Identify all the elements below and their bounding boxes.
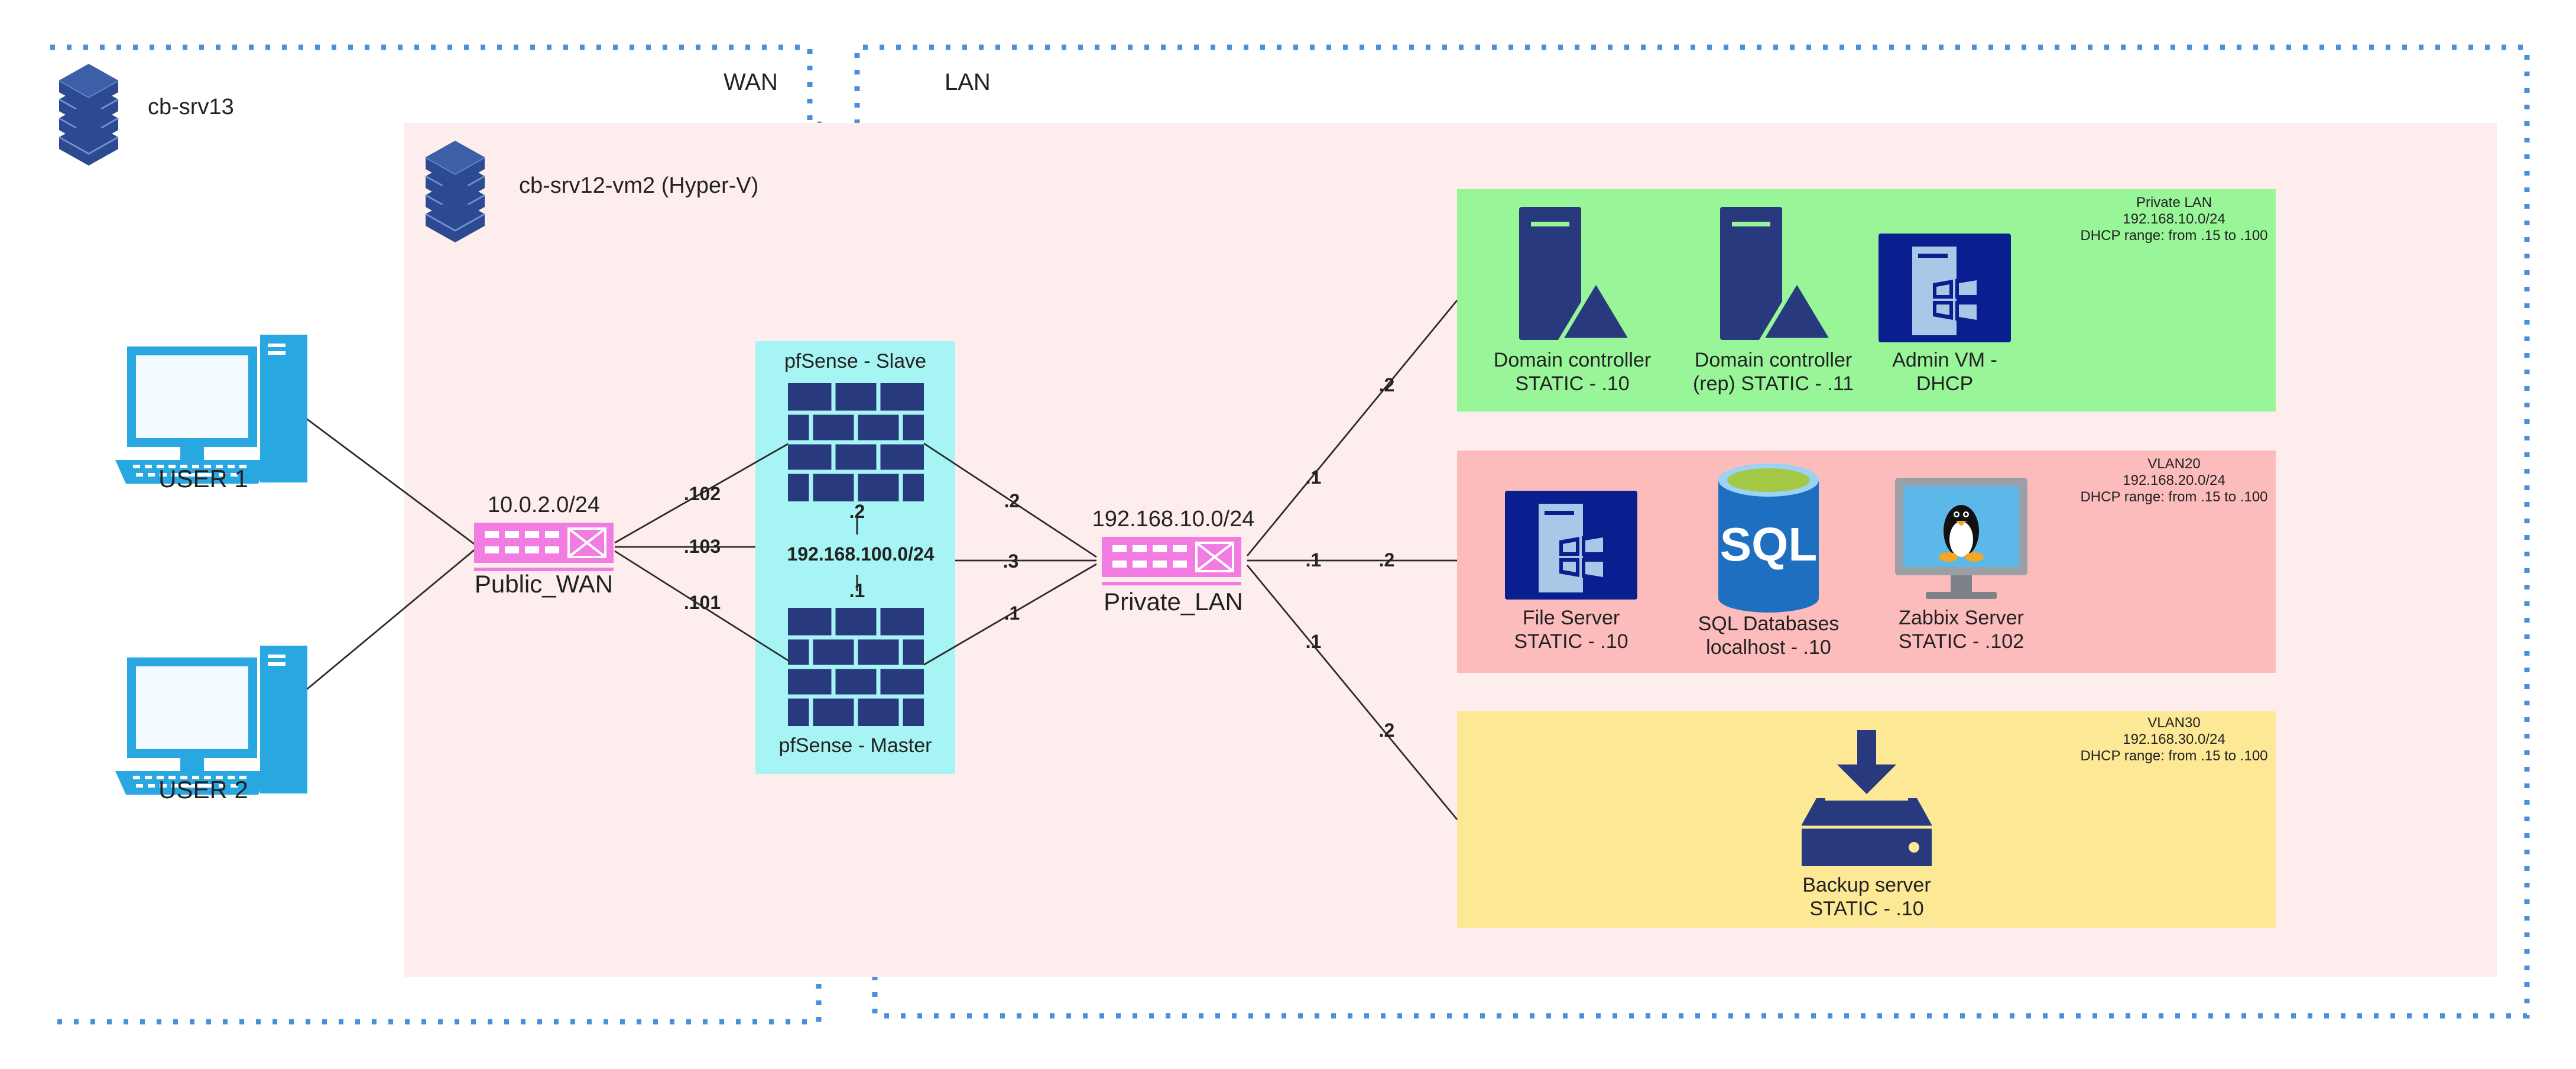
edge-label-wan-slave: .102 — [684, 483, 721, 504]
virtual-host-label: cb-srv12-vm2 (Hyper-V) — [519, 173, 758, 198]
device-label-line2: STATIC - .102 — [1899, 630, 2024, 653]
edge-label-private-out: .1 — [1306, 467, 1322, 488]
edge-label-slave-lan: .2 — [1004, 490, 1020, 511]
physical-host-label: cb-srv13 — [148, 95, 234, 119]
pfsense-slave-label: pfSense - Slave — [784, 350, 926, 372]
device-label-line1: Zabbix Server — [1899, 607, 2024, 629]
device-label-line1: File Server — [1523, 607, 1620, 629]
desktop-computer-icon — [115, 646, 307, 795]
pfsense-cluster: pfSense - Slave .2 192.168.100.0/24 .1 p… — [779, 350, 935, 757]
device-domain-controller[interactable]: Domain controller STATIC - .10 — [1494, 207, 1651, 395]
device-label-line2: STATIC - .10 — [1515, 372, 1629, 395]
edge-label-vlan20-out: .1 — [1306, 549, 1322, 571]
device-backup-server[interactable]: Backup server STATIC - .10 — [1802, 730, 1932, 920]
sync-slave-ip: .2 — [849, 501, 865, 522]
windows-server-icon — [1879, 234, 2011, 342]
vlan20-info: VLAN20 192.168.20.0/24 DHCP range: from … — [2080, 456, 2267, 505]
device-domain-controller-rep[interactable]: Domain controller (rep) STATIC - .11 — [1693, 207, 1854, 395]
device-label-line2: DHCP — [1916, 372, 1973, 395]
segment-dhcp: DHCP range: from .15 to .100 — [2080, 228, 2267, 244]
firewall-slave-icon[interactable] — [788, 383, 924, 501]
device-label-line2: STATIC - .10 — [1809, 898, 1923, 920]
desktop-computer-icon — [115, 335, 307, 484]
device-label-line1: SQL Databases — [1698, 613, 1839, 635]
user-1[interactable]: USER 1 — [115, 335, 307, 493]
lan-switch[interactable]: 192.168.10.0/24 Private_LAN — [1092, 507, 1255, 616]
edge-label-wan-sync: .103 — [684, 536, 721, 557]
device-file-server[interactable]: File Server STATIC - .10 — [1505, 491, 1637, 653]
lan-zone-label: LAN — [945, 69, 991, 95]
device-label-line2: (rep) STATIC - .11 — [1693, 372, 1854, 395]
physical-host-icon — [58, 63, 119, 167]
segment-title: Private LAN — [2136, 195, 2212, 210]
sync-subnet: 192.168.100.0/24 — [787, 543, 934, 565]
user-2-label: USER 2 — [158, 776, 248, 804]
segment-title: VLAN20 — [2147, 456, 2200, 472]
segment-subnet: 192.168.30.0/24 — [2123, 731, 2225, 747]
user-2[interactable]: USER 2 — [115, 646, 307, 804]
edge-label-sync-lan: .3 — [1003, 550, 1019, 572]
segment-dhcp: DHCP range: from .15 to .100 — [2080, 489, 2267, 505]
sync-master-ip: .1 — [849, 580, 865, 601]
lan-switch-subnet: 192.168.10.0/24 — [1092, 507, 1255, 532]
wan-switch-subnet: 10.0.2.0/24 — [488, 493, 600, 517]
virtual-host-icon — [424, 140, 486, 244]
edge-label-master-lan: .1 — [1004, 602, 1020, 624]
wan-switch[interactable]: 10.0.2.0/24 Public_WAN — [473, 493, 615, 598]
edge-label-wan-master: .101 — [684, 592, 721, 613]
pfsense-master-label: pfSense - Master — [779, 734, 932, 757]
device-label-line1: Domain controller — [1695, 349, 1852, 371]
wan-zone-label: WAN — [724, 69, 778, 95]
segment-dhcp: DHCP range: from .15 to .100 — [2080, 748, 2267, 764]
vlan30-info: VLAN30 192.168.30.0/24 DHCP range: from … — [2080, 715, 2267, 764]
edge-label-private-in: .2 — [1379, 374, 1395, 396]
device-label-line1: Domain controller — [1494, 349, 1651, 371]
device-zabbix-server[interactable]: Zabbix Server STATIC - .102 — [1895, 478, 2027, 653]
wan-zone-border — [50, 44, 822, 1025]
lan-switch-name: Private_LAN — [1104, 588, 1243, 616]
user-1-label: USER 1 — [158, 465, 248, 493]
connections — [282, 300, 1458, 820]
segment-title: VLAN30 — [2147, 715, 2200, 731]
device-label-line2: localhost - .10 — [1706, 636, 1831, 659]
device-label-line1: Backup server — [1802, 874, 1931, 896]
wan-switch-name: Public_WAN — [475, 570, 613, 598]
device-sql-databases[interactable]: SQL SQL Databases localhost - .10 — [1698, 464, 1839, 659]
edge-label-vlan30-in: .2 — [1379, 720, 1395, 741]
firewall-master-icon[interactable] — [788, 608, 924, 726]
segment-subnet: 192.168.20.0/24 — [2123, 472, 2225, 488]
sql-icon-text: SQL — [1720, 518, 1817, 571]
private-lan-info: Private LAN 192.168.10.0/24 DHCP range: … — [2080, 195, 2267, 244]
device-admin-vm[interactable]: Admin VM - DHCP — [1879, 234, 2011, 395]
windows-server-icon — [1505, 491, 1637, 600]
edge-label-vlan30-out: .1 — [1306, 631, 1322, 652]
device-label-line2: STATIC - .10 — [1514, 630, 1628, 653]
edge-label-vlan20-in: .2 — [1379, 549, 1395, 571]
device-label-line1: Admin VM - — [1892, 349, 1997, 371]
segment-subnet: 192.168.10.0/24 — [2123, 211, 2225, 227]
